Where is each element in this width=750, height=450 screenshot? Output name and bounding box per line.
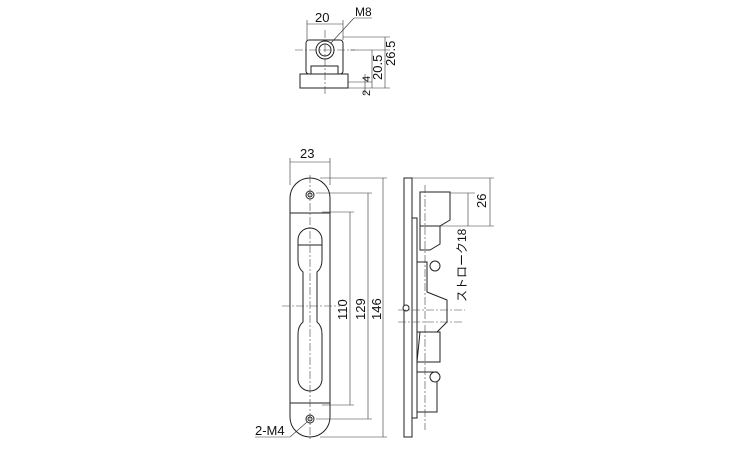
dim-26: 26 [474, 194, 489, 208]
dim-width-front: 23 [300, 146, 314, 161]
side-view: 26 ストローク18 [398, 177, 494, 438]
dim-129: 129 [353, 298, 368, 320]
thread-label: M8 [355, 5, 372, 19]
dim-axis: 20.5 [370, 55, 385, 80]
front-view: 23 110 129 146 2-M4 [255, 146, 387, 440]
top-view: 20 M8 26.5 20.5 4 2 [295, 5, 398, 96]
dim-110: 110 [335, 299, 350, 320]
dim-width-top: 20 [315, 10, 329, 25]
dim-height: 26.5 [383, 41, 398, 66]
dim-146: 146 [369, 298, 384, 320]
screw-label: 2-M4 [255, 423, 285, 438]
dim-offset: 2 [361, 90, 373, 96]
stroke-label: ストローク18 [455, 228, 469, 302]
dim-base: 4 [361, 76, 373, 82]
